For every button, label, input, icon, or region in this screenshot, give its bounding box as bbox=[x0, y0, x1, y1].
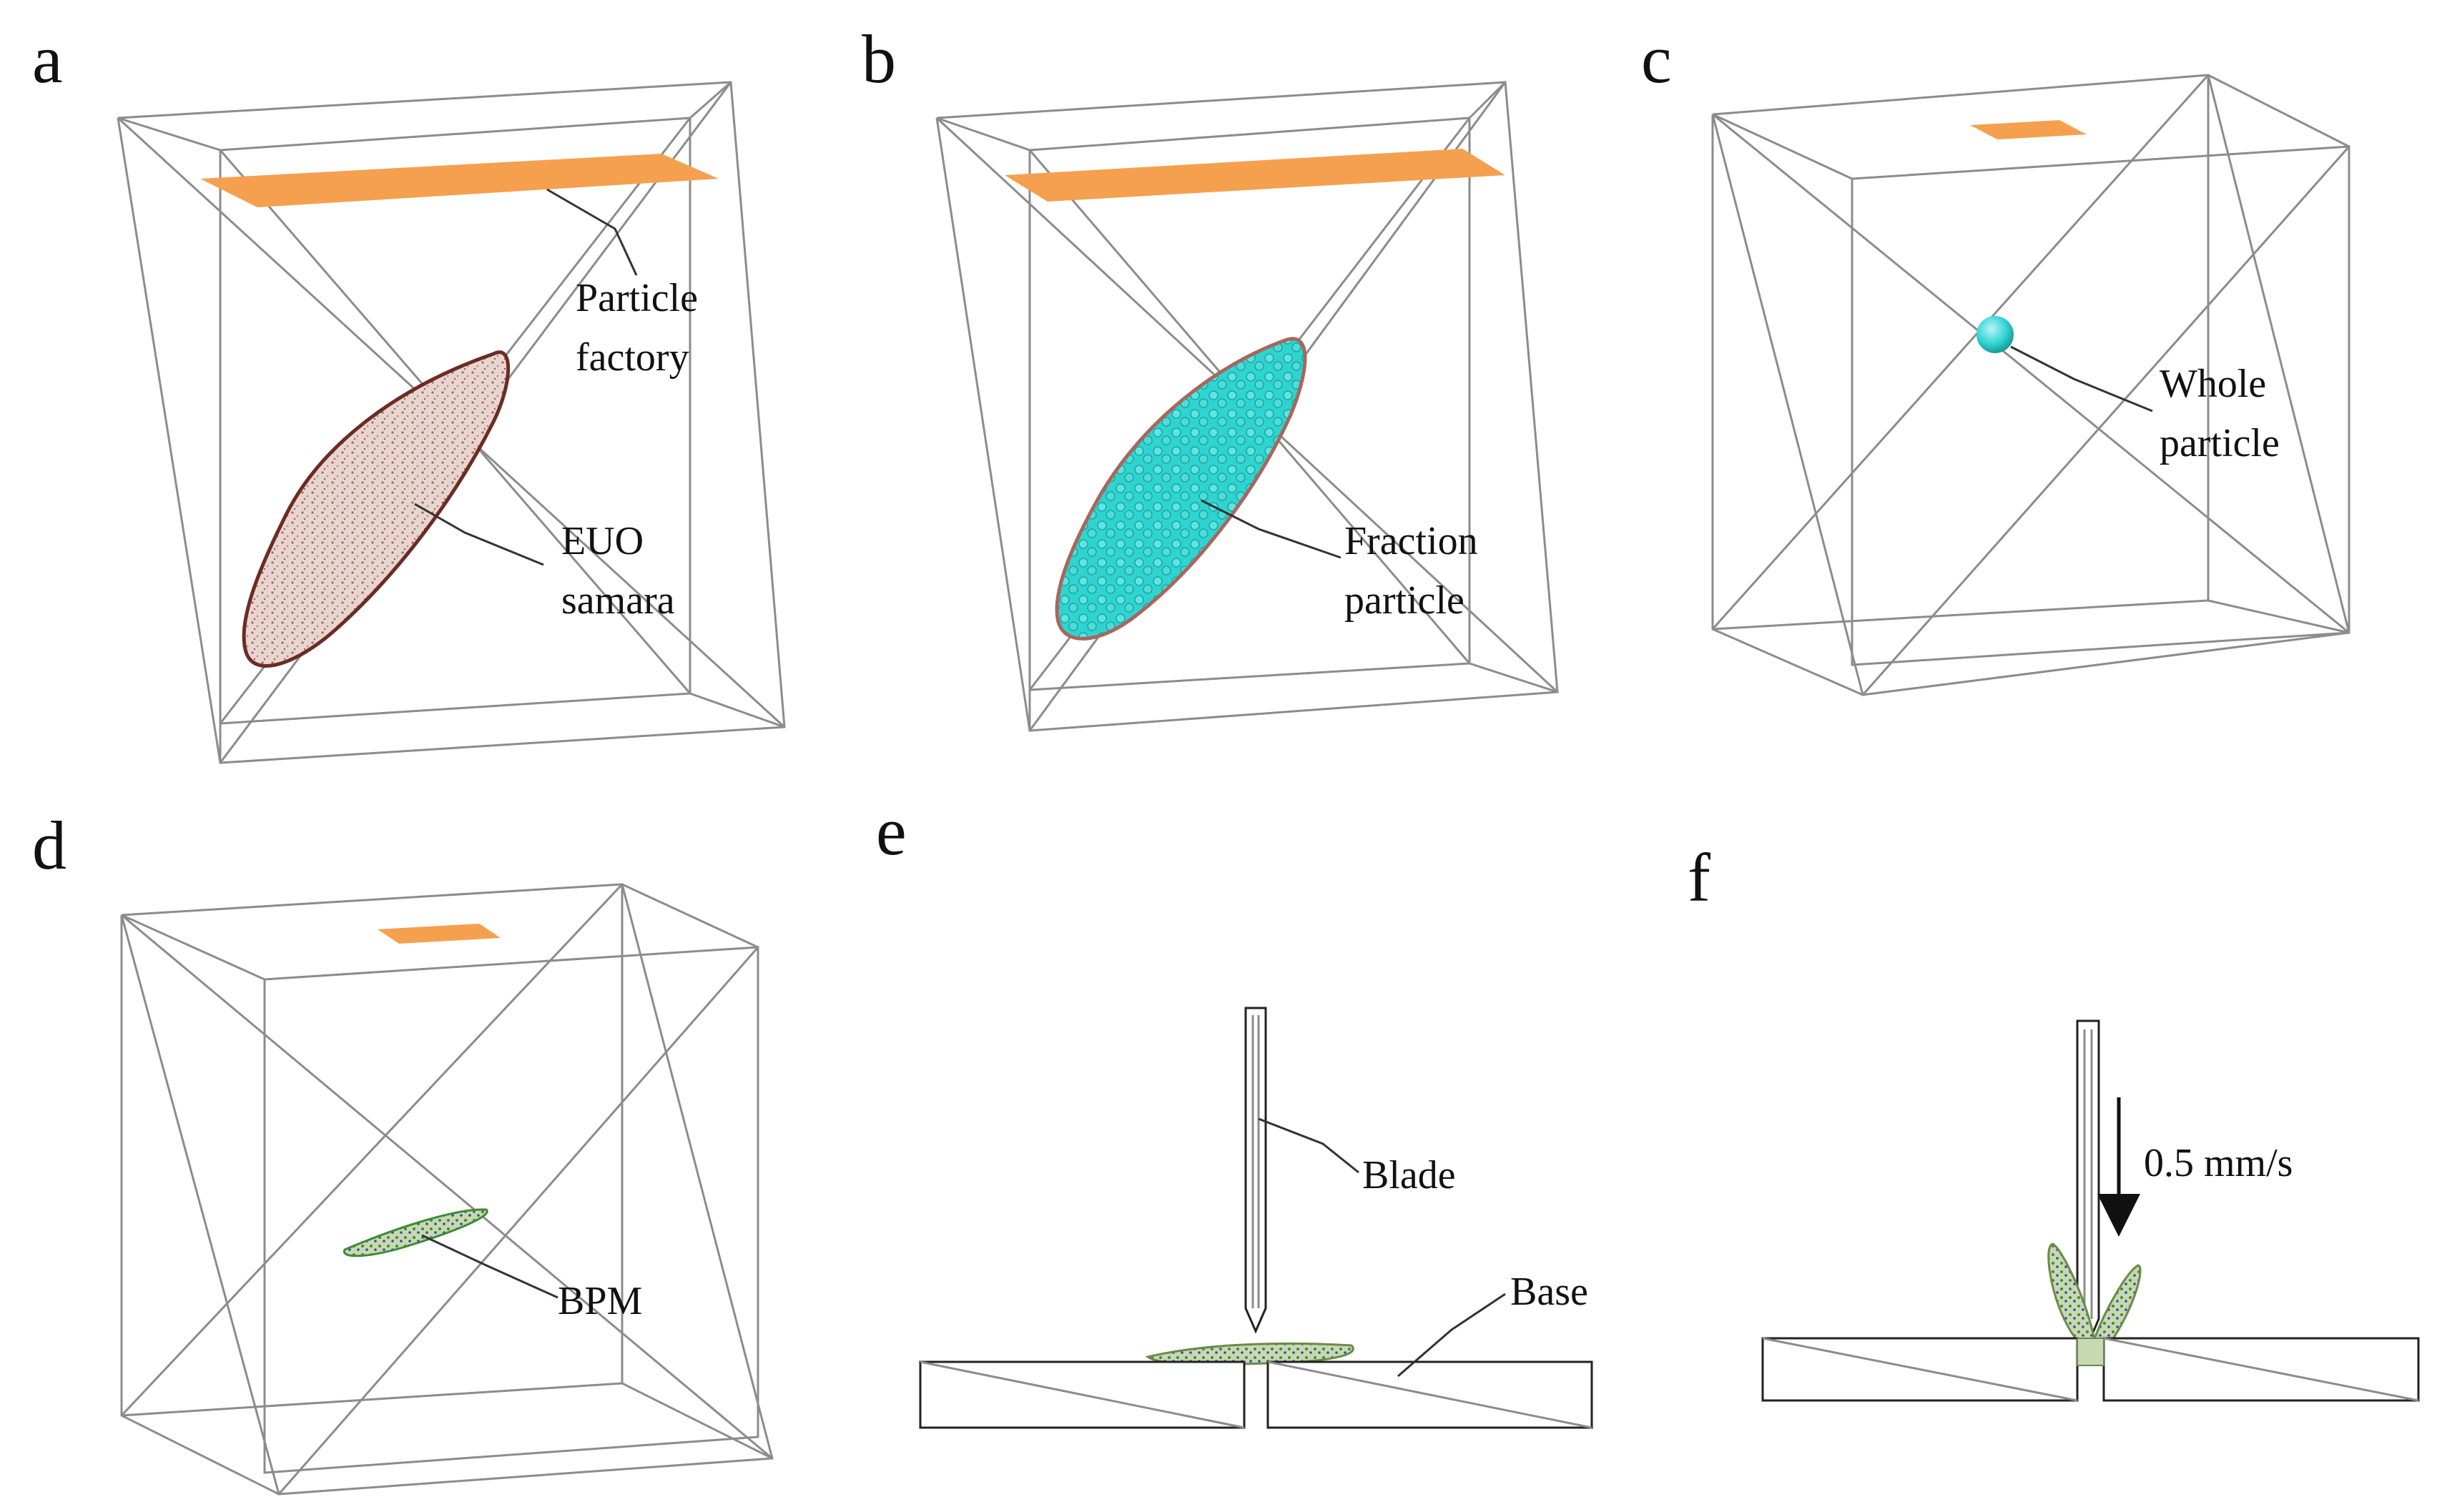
label-base: Base bbox=[1510, 1270, 1588, 1314]
particle-factory-d bbox=[378, 924, 501, 944]
label-particle: Particle bbox=[576, 276, 698, 320]
particle-factory-c bbox=[1970, 120, 2087, 139]
leader-particle-factory bbox=[546, 188, 638, 276]
panel-letter-d: d bbox=[32, 807, 67, 884]
wireframe-box-c bbox=[1711, 74, 2350, 696]
label-fraction: Fraction bbox=[1344, 519, 1478, 563]
fraction-particle bbox=[1055, 337, 1307, 641]
label-particle-c: particle bbox=[2160, 421, 2280, 465]
particle-factory-a bbox=[200, 154, 719, 207]
label-factory: factory bbox=[576, 335, 689, 380]
wireframe-box-d bbox=[120, 883, 774, 1496]
label-blade: Blade bbox=[1362, 1153, 1456, 1197]
label-euo: EUO bbox=[561, 519, 644, 563]
leader-whole-particle bbox=[2010, 345, 2153, 412]
leader-bpm bbox=[421, 1234, 558, 1299]
base-e bbox=[919, 1360, 1593, 1429]
base-f bbox=[1761, 1337, 2420, 1402]
blade-e bbox=[1244, 1007, 1267, 1334]
panel-letter-e: e bbox=[876, 793, 907, 869]
bpm-particle bbox=[343, 1208, 488, 1257]
label-samara: samara bbox=[561, 578, 675, 623]
particle-factory-b bbox=[1005, 149, 1505, 202]
panel-letter-b: b bbox=[862, 21, 896, 97]
panel-d: d BPM bbox=[32, 807, 774, 1496]
panel-a: a Particle factory EUO samara bbox=[32, 21, 786, 764]
euo-samara bbox=[242, 350, 511, 668]
label-velocity: 0.5 mm/s bbox=[2144, 1141, 2293, 1185]
leader-euo-samara bbox=[414, 503, 544, 566]
panel-letter-c: c bbox=[1641, 21, 1672, 97]
label-particle-b: particle bbox=[1344, 578, 1464, 623]
panel-c: c Whole particle bbox=[1641, 21, 2350, 696]
panel-letter-f: f bbox=[1688, 839, 1710, 916]
label-bpm: BPM bbox=[558, 1279, 642, 1323]
panel-f: f 0.5 mm/s bbox=[1688, 839, 2420, 1402]
whole-particle bbox=[1976, 316, 2014, 353]
blade-f bbox=[2076, 1019, 2100, 1347]
leader-blade bbox=[1258, 1117, 1359, 1174]
leader-base bbox=[1397, 1293, 1506, 1378]
panel-letter-a: a bbox=[32, 21, 63, 97]
panel-e: e Blade Base bbox=[876, 793, 1593, 1429]
panel-b: b Fraction particle bbox=[862, 21, 1559, 732]
seed-f-right bbox=[2093, 1264, 2142, 1348]
leader-fraction-particle bbox=[1201, 499, 1341, 559]
label-whole: Whole bbox=[2160, 362, 2266, 406]
